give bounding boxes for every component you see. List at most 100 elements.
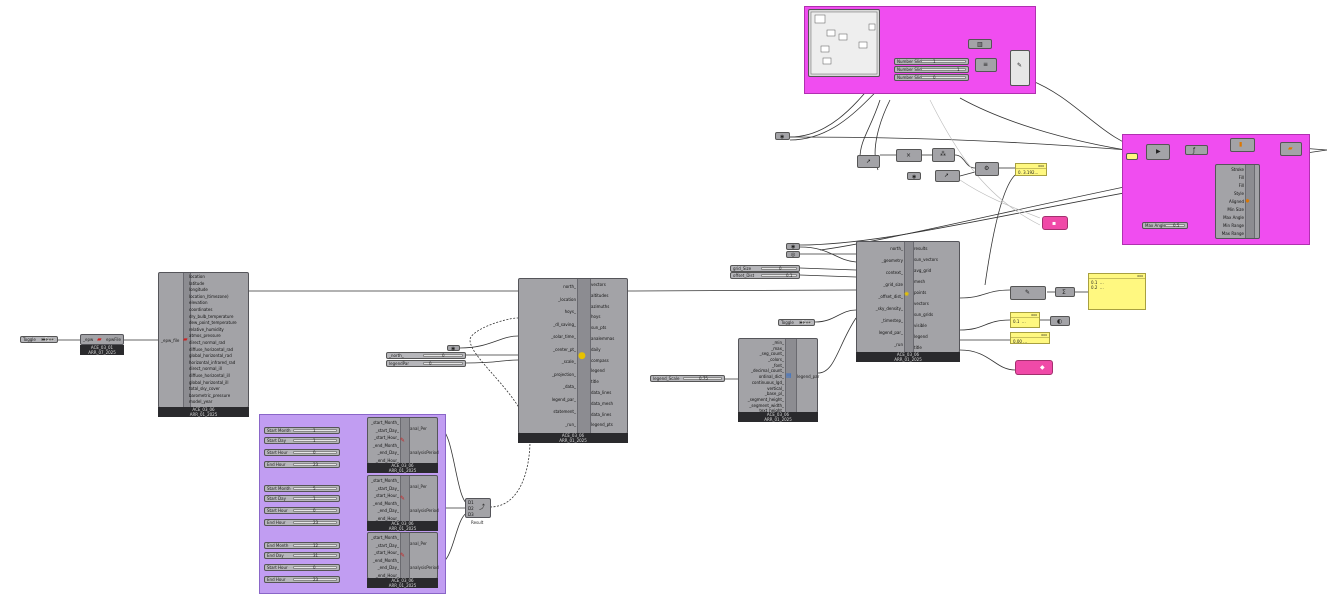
input-port[interactable]: _scale_ <box>561 359 576 364</box>
output-port[interactable]: compass <box>591 357 609 363</box>
input-port[interactable]: _end_Hour_ <box>375 515 399 521</box>
input-port[interactable]: _run <box>894 342 903 347</box>
graph-mapper[interactable] <box>808 9 880 77</box>
output-port[interactable]: sun_grids <box>914 312 934 317</box>
output-port[interactable]: analemmas <box>591 335 615 341</box>
output-port[interactable]: title <box>914 345 922 350</box>
input-port[interactable]: _solar_time_ <box>551 334 576 339</box>
output-port[interactable]: mesh <box>914 279 925 284</box>
output-port[interactable]: vectors <box>914 301 929 306</box>
top-component-b[interactable]: ≡ <box>975 58 997 72</box>
output-port[interactable]: hoys <box>591 314 601 320</box>
slider-track[interactable] <box>293 429 337 432</box>
input-port[interactable]: _start_Hour_ <box>374 550 399 555</box>
output-port[interactable]: diffuse_horizontal_rad <box>189 346 234 352</box>
output-port[interactable]: direct_normal_ill <box>189 366 222 372</box>
output-port[interactable]: Min Range <box>1222 223 1244 228</box>
input-port[interactable]: north_ <box>890 246 903 251</box>
chain-component-4[interactable]: ⚙ <box>975 162 999 176</box>
slider-track[interactable] <box>293 451 337 454</box>
input-port[interactable]: _start_Hour_ <box>374 435 399 440</box>
eye-toggle-mid[interactable]: ◉ <box>907 172 921 180</box>
input-port[interactable]: _start_Day_ <box>375 427 399 433</box>
input-port[interactable]: _projection_ <box>552 371 576 377</box>
input-port[interactable]: _timestep_ <box>881 318 903 323</box>
output-port[interactable]: location_(timezone) <box>189 293 229 299</box>
toggle-left[interactable]: Toggle False <box>20 336 58 343</box>
input-port[interactable]: _text_height_ <box>757 408 784 414</box>
output-port[interactable]: dew_point_temperature <box>189 320 237 326</box>
output-port[interactable]: atmos_pressure <box>189 333 221 339</box>
slider-track[interactable] <box>921 60 966 63</box>
output-port[interactable]: global_horizontal_ill <box>189 379 229 385</box>
input-port[interactable]: _segment_height_ <box>747 396 784 402</box>
output-port[interactable]: analysisPeriod <box>410 565 439 570</box>
list-item-component[interactable]: ✎ <box>1010 286 1046 300</box>
output-port[interactable]: data_lines <box>591 389 612 395</box>
slider-track[interactable] <box>921 76 966 79</box>
north-toggle[interactable]: ◉ <box>447 345 460 352</box>
toggle-mid[interactable]: Toggle False <box>778 319 815 326</box>
input-port[interactable]: _sky_density_ <box>875 306 903 311</box>
output-port[interactable]: coordinates <box>189 306 213 312</box>
panel-low[interactable]: 000 0.00 ... <box>1010 332 1050 344</box>
legend-par-component[interactable]: _min__max__seg_count__colors__font__deci… <box>738 338 819 422</box>
output-port[interactable]: total_sky_cover <box>189 386 220 392</box>
eye-toggle-1[interactable]: ◉ <box>786 243 800 250</box>
panel-top[interactable]: 000 0. 3.192... <box>1015 163 1047 176</box>
panel-right[interactable]: 000 0.1 ... 0.2 ... <box>1088 273 1146 310</box>
output-port[interactable]: global_horizontal_rad <box>189 353 232 359</box>
output-port[interactable]: legend_pts <box>591 422 613 428</box>
slider-track[interactable] <box>293 487 337 490</box>
input-port[interactable]: _grid_size <box>883 282 903 287</box>
slider-track[interactable] <box>921 68 966 71</box>
input-port[interactable]: _end_Month_ <box>372 500 399 506</box>
slider-track[interactable] <box>293 544 337 547</box>
output-port[interactable]: anal_Per <box>410 541 427 546</box>
input-port[interactable]: _start_Month_ <box>371 420 399 425</box>
output-port[interactable]: model_year <box>189 399 213 405</box>
output-port[interactable]: legend <box>914 334 928 339</box>
input-port[interactable]: _seg_count_ <box>759 351 784 357</box>
chain-component-5[interactable]: ➚ <box>935 170 960 182</box>
output-port[interactable]: relative_humidity <box>189 326 224 332</box>
input-port[interactable]: _dl_saving_ <box>553 321 576 327</box>
output-port[interactable]: barometric_pressure <box>189 392 231 398</box>
input-port[interactable]: statement_ <box>553 409 576 414</box>
input-port[interactable]: _base_pl_ <box>764 391 784 397</box>
input-port[interactable]: continuous_lgd_ <box>751 379 784 385</box>
output-port[interactable]: Fill <box>1238 175 1244 180</box>
input-port[interactable]: _location <box>558 296 576 302</box>
analysis-period-component[interactable]: _start_Month__start_Day__start_Hour__end… <box>367 532 439 588</box>
chain-component-1[interactable]: ➚ <box>857 155 880 168</box>
eye-toggle-top[interactable]: ◉ <box>775 132 790 140</box>
right-component-1[interactable]: ▶ <box>1146 144 1170 160</box>
output-port[interactable]: Aligned <box>1228 199 1244 204</box>
output-port[interactable]: Max Range <box>1221 231 1244 236</box>
output-port[interactable]: diffuse_horizontal_ill <box>189 372 230 378</box>
pink-component-top[interactable]: ▪ <box>1042 216 1068 230</box>
north-slider[interactable]: _north_ 0 <box>386 352 466 359</box>
input-port[interactable]: _colors_ <box>768 357 784 363</box>
output-port[interactable]: sun_pts <box>591 325 607 331</box>
output-port[interactable]: longitude <box>189 287 208 293</box>
input-port[interactable]: _font_ <box>772 362 784 368</box>
output-port[interactable]: Max Angle <box>1223 215 1244 220</box>
round-component[interactable]: ◐ <box>1050 316 1070 326</box>
input-port[interactable]: D2 <box>468 506 474 511</box>
analysis-period-component[interactable]: _start_Month__start_Day__start_Hour__end… <box>367 475 439 531</box>
right-group-toggle[interactable] <box>1126 153 1138 160</box>
right-component-3[interactable]: ▮ <box>1230 138 1255 152</box>
output-port[interactable]: Fill <box>1238 183 1244 188</box>
input-port[interactable]: _end_Hour_ <box>375 572 399 578</box>
output-port[interactable]: visible <box>914 323 927 328</box>
input-port[interactable]: _geometry <box>881 258 903 263</box>
